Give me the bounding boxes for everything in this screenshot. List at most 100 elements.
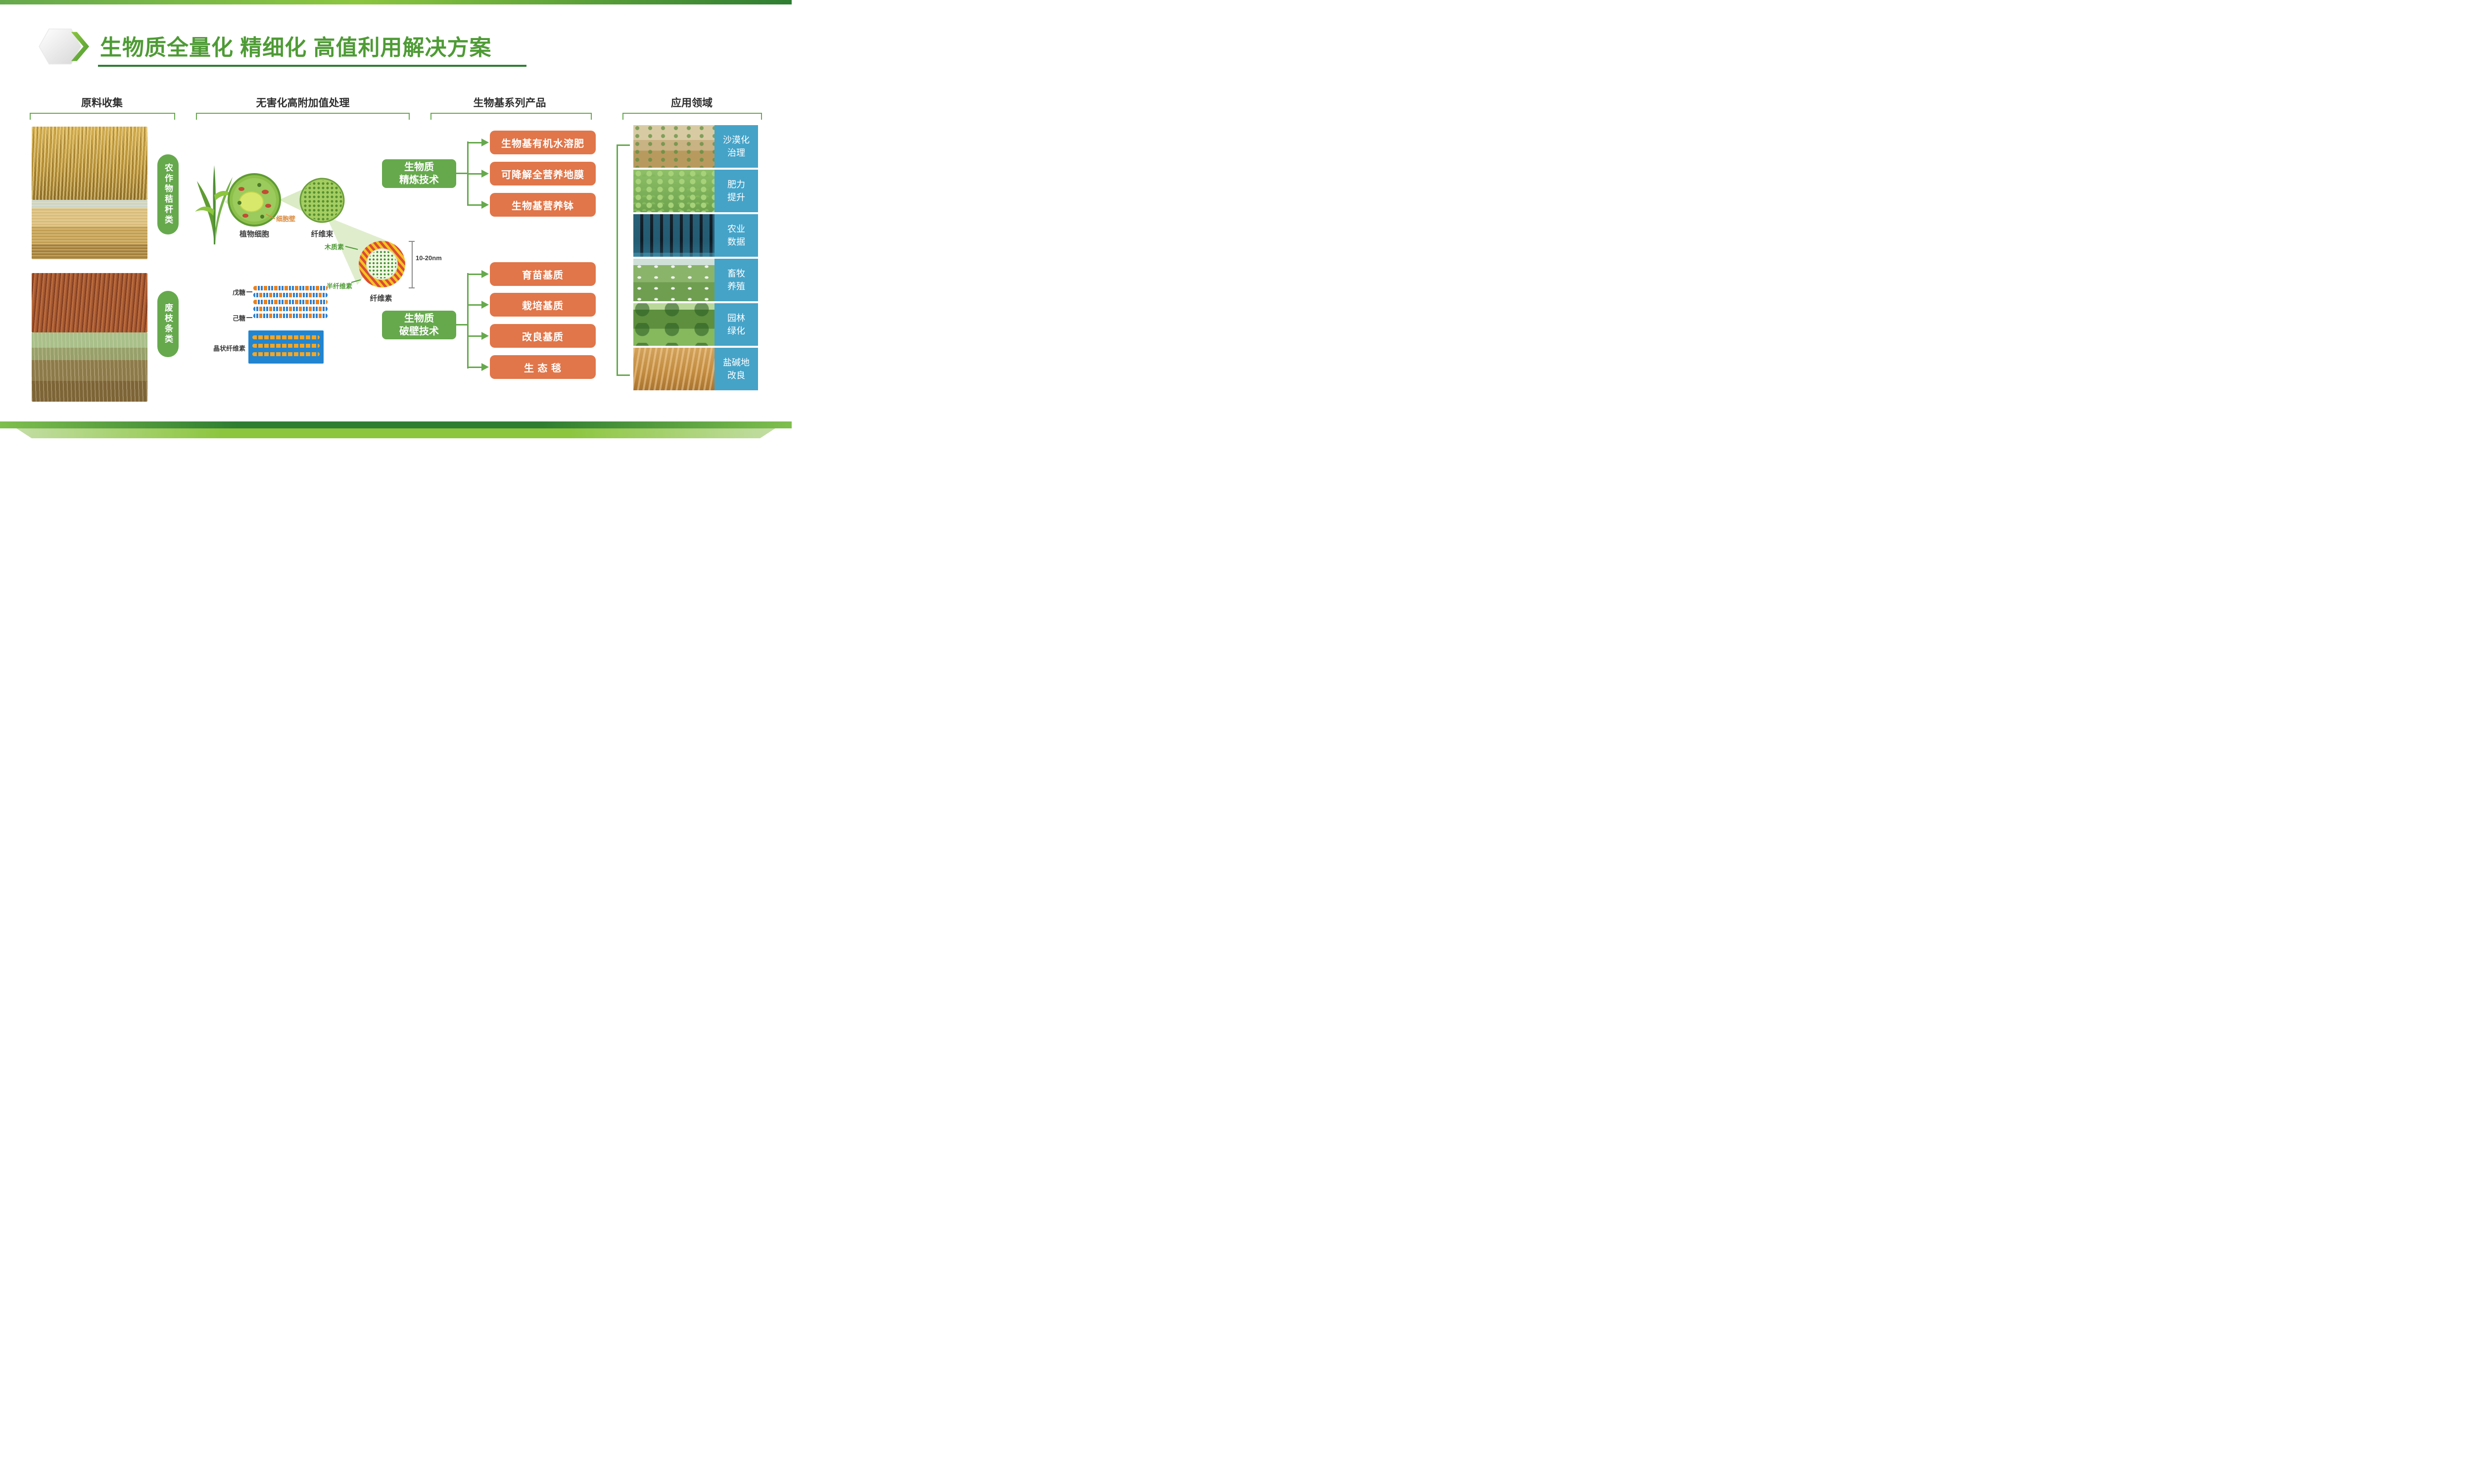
application-label: 盐碱地 改良 <box>714 348 758 390</box>
refining-tech-line2: 精炼技术 <box>399 175 439 186</box>
cellulose-label: 纤维素 <box>370 294 392 303</box>
connector-line <box>467 273 469 369</box>
hemicellulose-label: 半纤维素 <box>327 282 353 290</box>
bottom-ribbon <box>0 421 792 428</box>
crystalline-cellulose-label: 晶状纤维素 <box>213 345 245 352</box>
connector-line <box>469 366 481 368</box>
product-button-water-soluble-fertilizer: 生物基有机水溶肥 <box>490 131 596 154</box>
application-label-line: 绿化 <box>727 326 745 336</box>
hexose-label: 己糖 <box>232 315 245 322</box>
application-label-line: 畜牧 <box>727 268 745 278</box>
application-label-line: 治理 <box>727 148 745 158</box>
connector-arrowhead <box>481 170 489 178</box>
fiber-bundle-label: 纤维束 <box>311 230 333 238</box>
plant-cell-diagram <box>228 173 281 227</box>
application-label: 农业 数据 <box>714 214 758 257</box>
measure-tick-top <box>409 241 415 242</box>
agriculture-data-photo <box>633 214 714 257</box>
application-row-agri-data: 农业 数据 <box>633 214 758 257</box>
connector-line <box>469 173 481 175</box>
applications-side-bracket <box>617 144 630 376</box>
molecule-chain-row <box>253 300 328 304</box>
connector-line <box>467 141 469 206</box>
product-button-seedling-substrate: 育苗基质 <box>490 262 596 286</box>
sugar-chain-diagram <box>253 286 328 321</box>
molecule-chain-row <box>253 314 328 318</box>
connector-arrowhead <box>481 139 489 146</box>
application-label-line: 肥力 <box>727 179 745 189</box>
connector-line <box>469 141 481 143</box>
molecule-chain-row <box>253 293 328 297</box>
connector-line <box>469 335 481 337</box>
connector-arrowhead <box>481 270 489 278</box>
pentose-pointer-line <box>246 291 252 292</box>
application-label-line: 提升 <box>727 192 745 202</box>
product-button-ecological-blanket: 生 态 毯 <box>490 355 596 379</box>
processing-header: 无害化高附加值处理 <box>256 97 350 109</box>
fiber-bundle-diagram <box>299 178 345 223</box>
fertility-crop-photo <box>633 170 714 212</box>
application-row-livestock: 畜牧 养殖 <box>633 259 758 301</box>
plant-cell-label: 植物细胞 <box>239 230 270 238</box>
application-label-line: 改良 <box>727 371 745 380</box>
applications-header: 应用领域 <box>671 97 713 109</box>
page-title: 生物质全量化 精细化 高值利用解决方案 <box>100 36 492 60</box>
product-button-improvement-substrate: 改良基质 <box>490 324 596 348</box>
connector-line <box>456 324 467 325</box>
refining-tech-box: 生物质 精炼技术 <box>382 159 456 188</box>
breaking-tech-line1: 生物质 <box>404 313 434 324</box>
application-label-line: 沙漠化 <box>723 135 750 145</box>
product-button-nutrient-pot: 生物基营养钵 <box>490 193 596 217</box>
application-label: 肥力 提升 <box>714 170 758 212</box>
desert-control-photo <box>633 125 714 168</box>
products-bracket <box>430 113 592 120</box>
product-button-degradable-mulch-film: 可降解全营养地膜 <box>490 162 596 186</box>
cellulose-chain-row <box>252 352 320 356</box>
application-row-saline-soil: 盐碱地 改良 <box>633 348 758 390</box>
wall-breaking-tech-box: 生物质 破壁技术 <box>382 311 456 339</box>
pentose-label: 戊糖 <box>232 289 245 296</box>
cellulose-chain-row <box>252 335 320 339</box>
lignin-label: 木质素 <box>325 243 344 251</box>
waste-branches-photo <box>32 273 147 332</box>
collection-bracket <box>30 113 175 120</box>
connector-line <box>469 204 481 206</box>
slide: 生物质全量化 精细化 高值利用解决方案 原料收集 无害化高附加值处理 生物基系列… <box>0 0 792 445</box>
category-pill-waste-branches: 废枝条类 <box>157 291 179 357</box>
livestock-photo <box>633 259 714 301</box>
landscaping-photo <box>633 303 714 346</box>
application-label-line: 园林 <box>727 313 745 323</box>
application-label-line: 养殖 <box>727 281 745 291</box>
connector-arrowhead <box>481 332 489 340</box>
application-label-line: 盐碱地 <box>723 357 750 368</box>
application-label: 畜牧 养殖 <box>714 259 758 301</box>
cellulose-cross-section-diagram <box>359 241 405 287</box>
hexose-pointer-line <box>246 317 252 318</box>
connector-arrowhead <box>481 363 489 371</box>
scale-label: 10-20nm <box>416 254 442 262</box>
application-row-landscaping: 园林 绿化 <box>633 303 758 346</box>
product-button-cultivation-substrate: 栽培基质 <box>490 293 596 317</box>
connector-arrowhead <box>481 301 489 309</box>
application-label: 园林 绿化 <box>714 303 758 346</box>
measure-line <box>412 241 413 288</box>
application-row-desert: 沙漠化 治理 <box>633 125 758 168</box>
hexagon-logo <box>39 28 90 65</box>
applications-bracket <box>622 113 762 120</box>
products-header: 生物基系列产品 <box>473 97 546 109</box>
processing-bracket <box>196 113 410 120</box>
connector-arrowhead <box>481 201 489 209</box>
measure-tick-bottom <box>409 287 415 288</box>
chevron-right-icon <box>71 32 90 61</box>
saline-soil-photo <box>633 348 714 390</box>
application-label-line: 数据 <box>727 237 745 247</box>
connector-line <box>469 304 481 306</box>
category-pill-crop-straw: 农作物秸秆类 <box>157 154 179 234</box>
connector-line <box>469 273 481 275</box>
refining-tech-line1: 生物质 <box>404 162 434 173</box>
title-underline <box>98 65 526 67</box>
vine-branches-photo <box>32 332 147 402</box>
straw-bale-photo <box>32 200 147 259</box>
connector-line <box>456 173 467 174</box>
cell-wall-label: 细胞壁 <box>276 215 296 223</box>
